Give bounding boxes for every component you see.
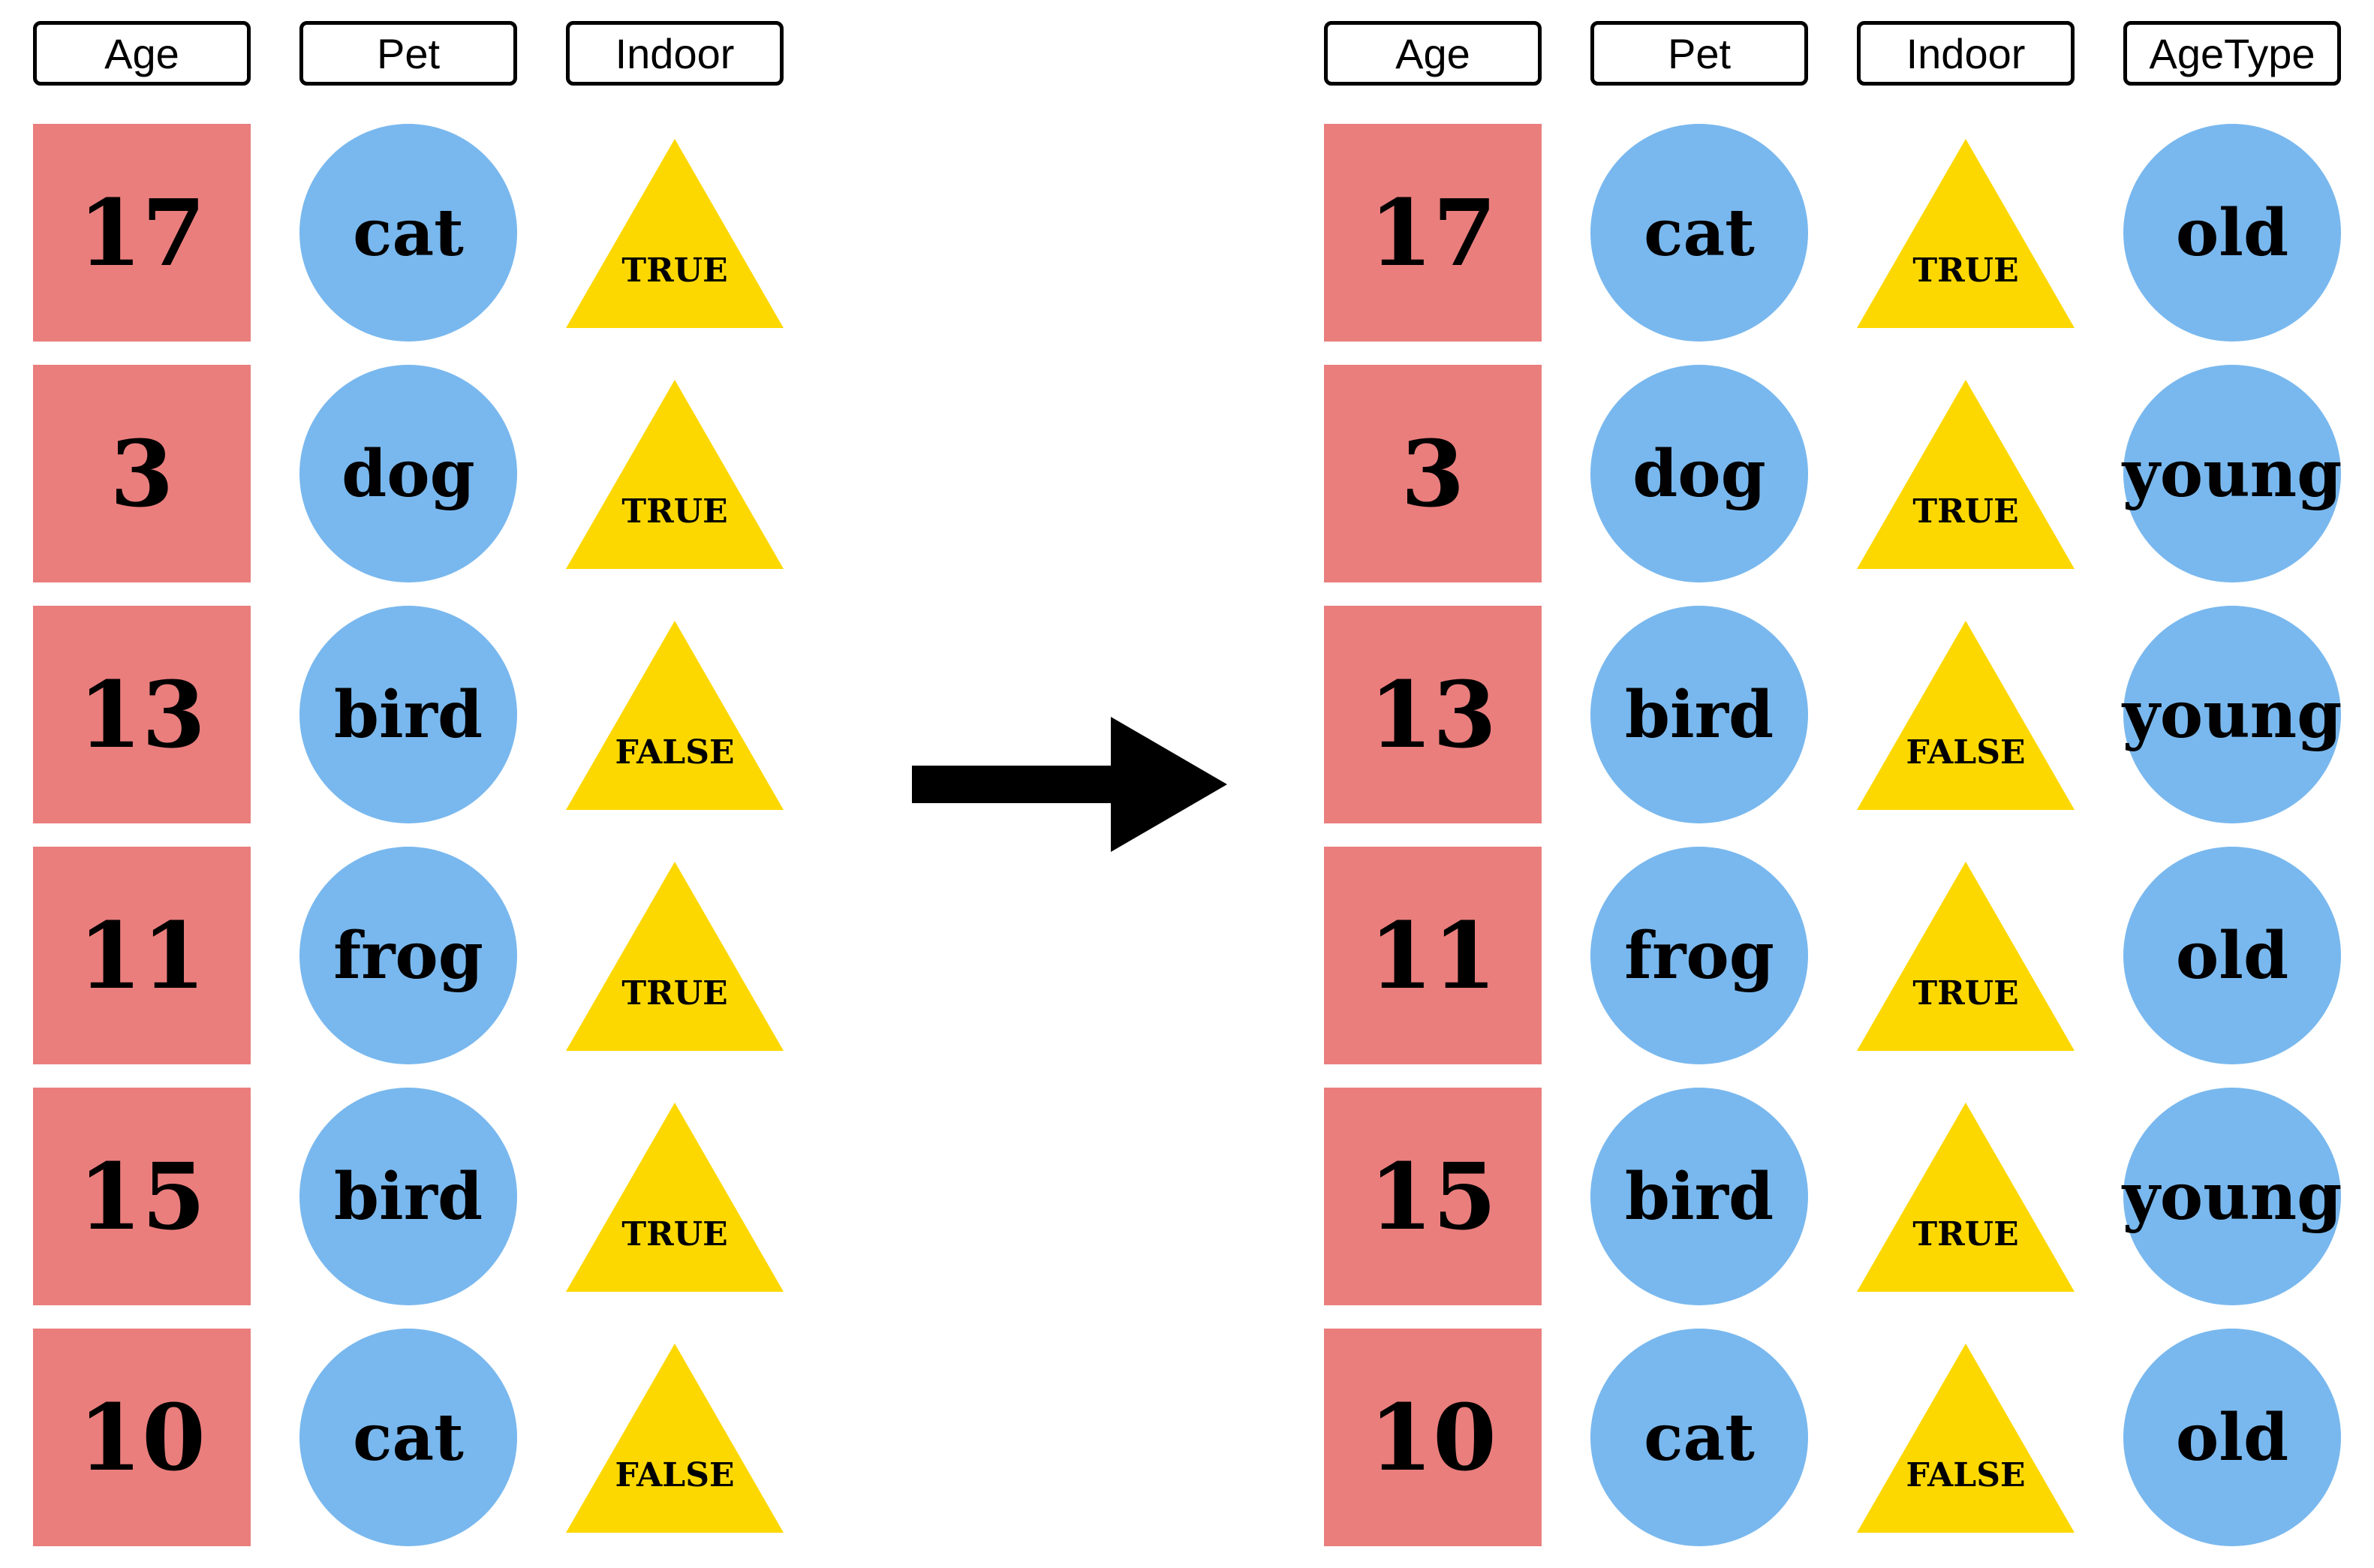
left-age-square: 11 (33, 847, 251, 1064)
right-indoor-triangle: TRUE (1857, 862, 2075, 1051)
right-pet-circle: bird (1590, 606, 1808, 823)
left-indoor-triangle: TRUE (566, 380, 784, 569)
right-agetype-circle: young (2123, 365, 2342, 582)
triangle-shape (566, 862, 784, 1051)
left-indoor-triangle: TRUE (566, 1103, 784, 1292)
right-header-agetype: AgeType (2123, 21, 2341, 86)
indoor-value: TRUE (1912, 974, 2019, 1013)
right-pet-circle: cat (1590, 124, 1808, 342)
indoor-value: TRUE (621, 251, 728, 290)
indoor-value: TRUE (621, 492, 728, 531)
right-age-square: 13 (1324, 606, 1542, 823)
triangle-shape (1857, 862, 2075, 1051)
right-header-age: Age (1324, 21, 1542, 86)
triangle-shape (566, 1103, 784, 1292)
triangle-shape (566, 139, 784, 328)
left-age-square: 15 (33, 1088, 251, 1305)
left-age-square: 10 (33, 1329, 251, 1546)
right-indoor-triangle: FALSE (1857, 1344, 2075, 1533)
triangle-shape (566, 1344, 784, 1533)
triangle-shape (1857, 621, 2075, 810)
right-age-square: 11 (1324, 847, 1542, 1064)
left-age-square: 17 (33, 124, 251, 342)
right-header-pet: Pet (1590, 21, 1808, 86)
triangle-shape (1857, 380, 2075, 569)
right-age-square: 3 (1324, 365, 1542, 582)
left-pet-circle: bird (299, 606, 517, 823)
right-age-square: 10 (1324, 1329, 1542, 1546)
right-pet-circle: cat (1590, 1329, 1808, 1546)
right-indoor-triangle: FALSE (1857, 621, 2075, 810)
right-agetype-circle: old (2123, 124, 2341, 342)
triangle-shape (566, 380, 784, 569)
triangle-shape (566, 621, 784, 810)
indoor-value: FALSE (615, 733, 735, 772)
indoor-value: TRUE (1912, 251, 2019, 290)
left-indoor-triangle: FALSE (566, 621, 784, 810)
triangle-shape (1857, 139, 2075, 328)
left-header-pet: Pet (299, 21, 517, 86)
right-indoor-triangle: TRUE (1857, 1103, 2075, 1292)
indoor-value: TRUE (621, 974, 728, 1013)
indoor-value: TRUE (1912, 492, 2019, 531)
right-agetype-circle: old (2123, 1329, 2341, 1546)
indoor-value: FALSE (1906, 733, 2026, 772)
right-agetype-circle: young (2123, 1088, 2342, 1305)
left-pet-circle: bird (299, 1088, 517, 1305)
left-age-square: 3 (33, 365, 251, 582)
right-indoor-triangle: TRUE (1857, 139, 2075, 328)
indoor-value: TRUE (621, 1214, 728, 1253)
right-agetype-circle: young (2123, 606, 2342, 823)
left-header-age: Age (33, 21, 251, 86)
triangle-shape (1857, 1344, 2075, 1533)
right-age-square: 17 (1324, 124, 1542, 342)
indoor-value: FALSE (615, 1455, 735, 1494)
left-header-indoor: Indoor (566, 21, 784, 86)
right-pet-circle: bird (1590, 1088, 1808, 1305)
right-agetype-circle: old (2123, 847, 2341, 1064)
left-age-square: 13 (33, 606, 251, 823)
left-indoor-triangle: TRUE (566, 139, 784, 328)
triangle-shape (1857, 1103, 2075, 1292)
right-header-indoor: Indoor (1857, 21, 2075, 86)
right-age-square: 15 (1324, 1088, 1542, 1305)
right-pet-circle: frog (1590, 847, 1808, 1064)
left-indoor-triangle: TRUE (566, 862, 784, 1051)
left-pet-circle: cat (299, 124, 517, 342)
left-pet-circle: frog (299, 847, 517, 1064)
indoor-value: FALSE (1906, 1455, 2026, 1494)
arrow-right-icon (912, 717, 1227, 852)
right-pet-circle: dog (1590, 365, 1808, 582)
left-pet-circle: cat (299, 1329, 517, 1546)
indoor-value: TRUE (1912, 1214, 2019, 1253)
right-indoor-triangle: TRUE (1857, 380, 2075, 569)
left-indoor-triangle: FALSE (566, 1344, 784, 1533)
left-pet-circle: dog (299, 365, 517, 582)
